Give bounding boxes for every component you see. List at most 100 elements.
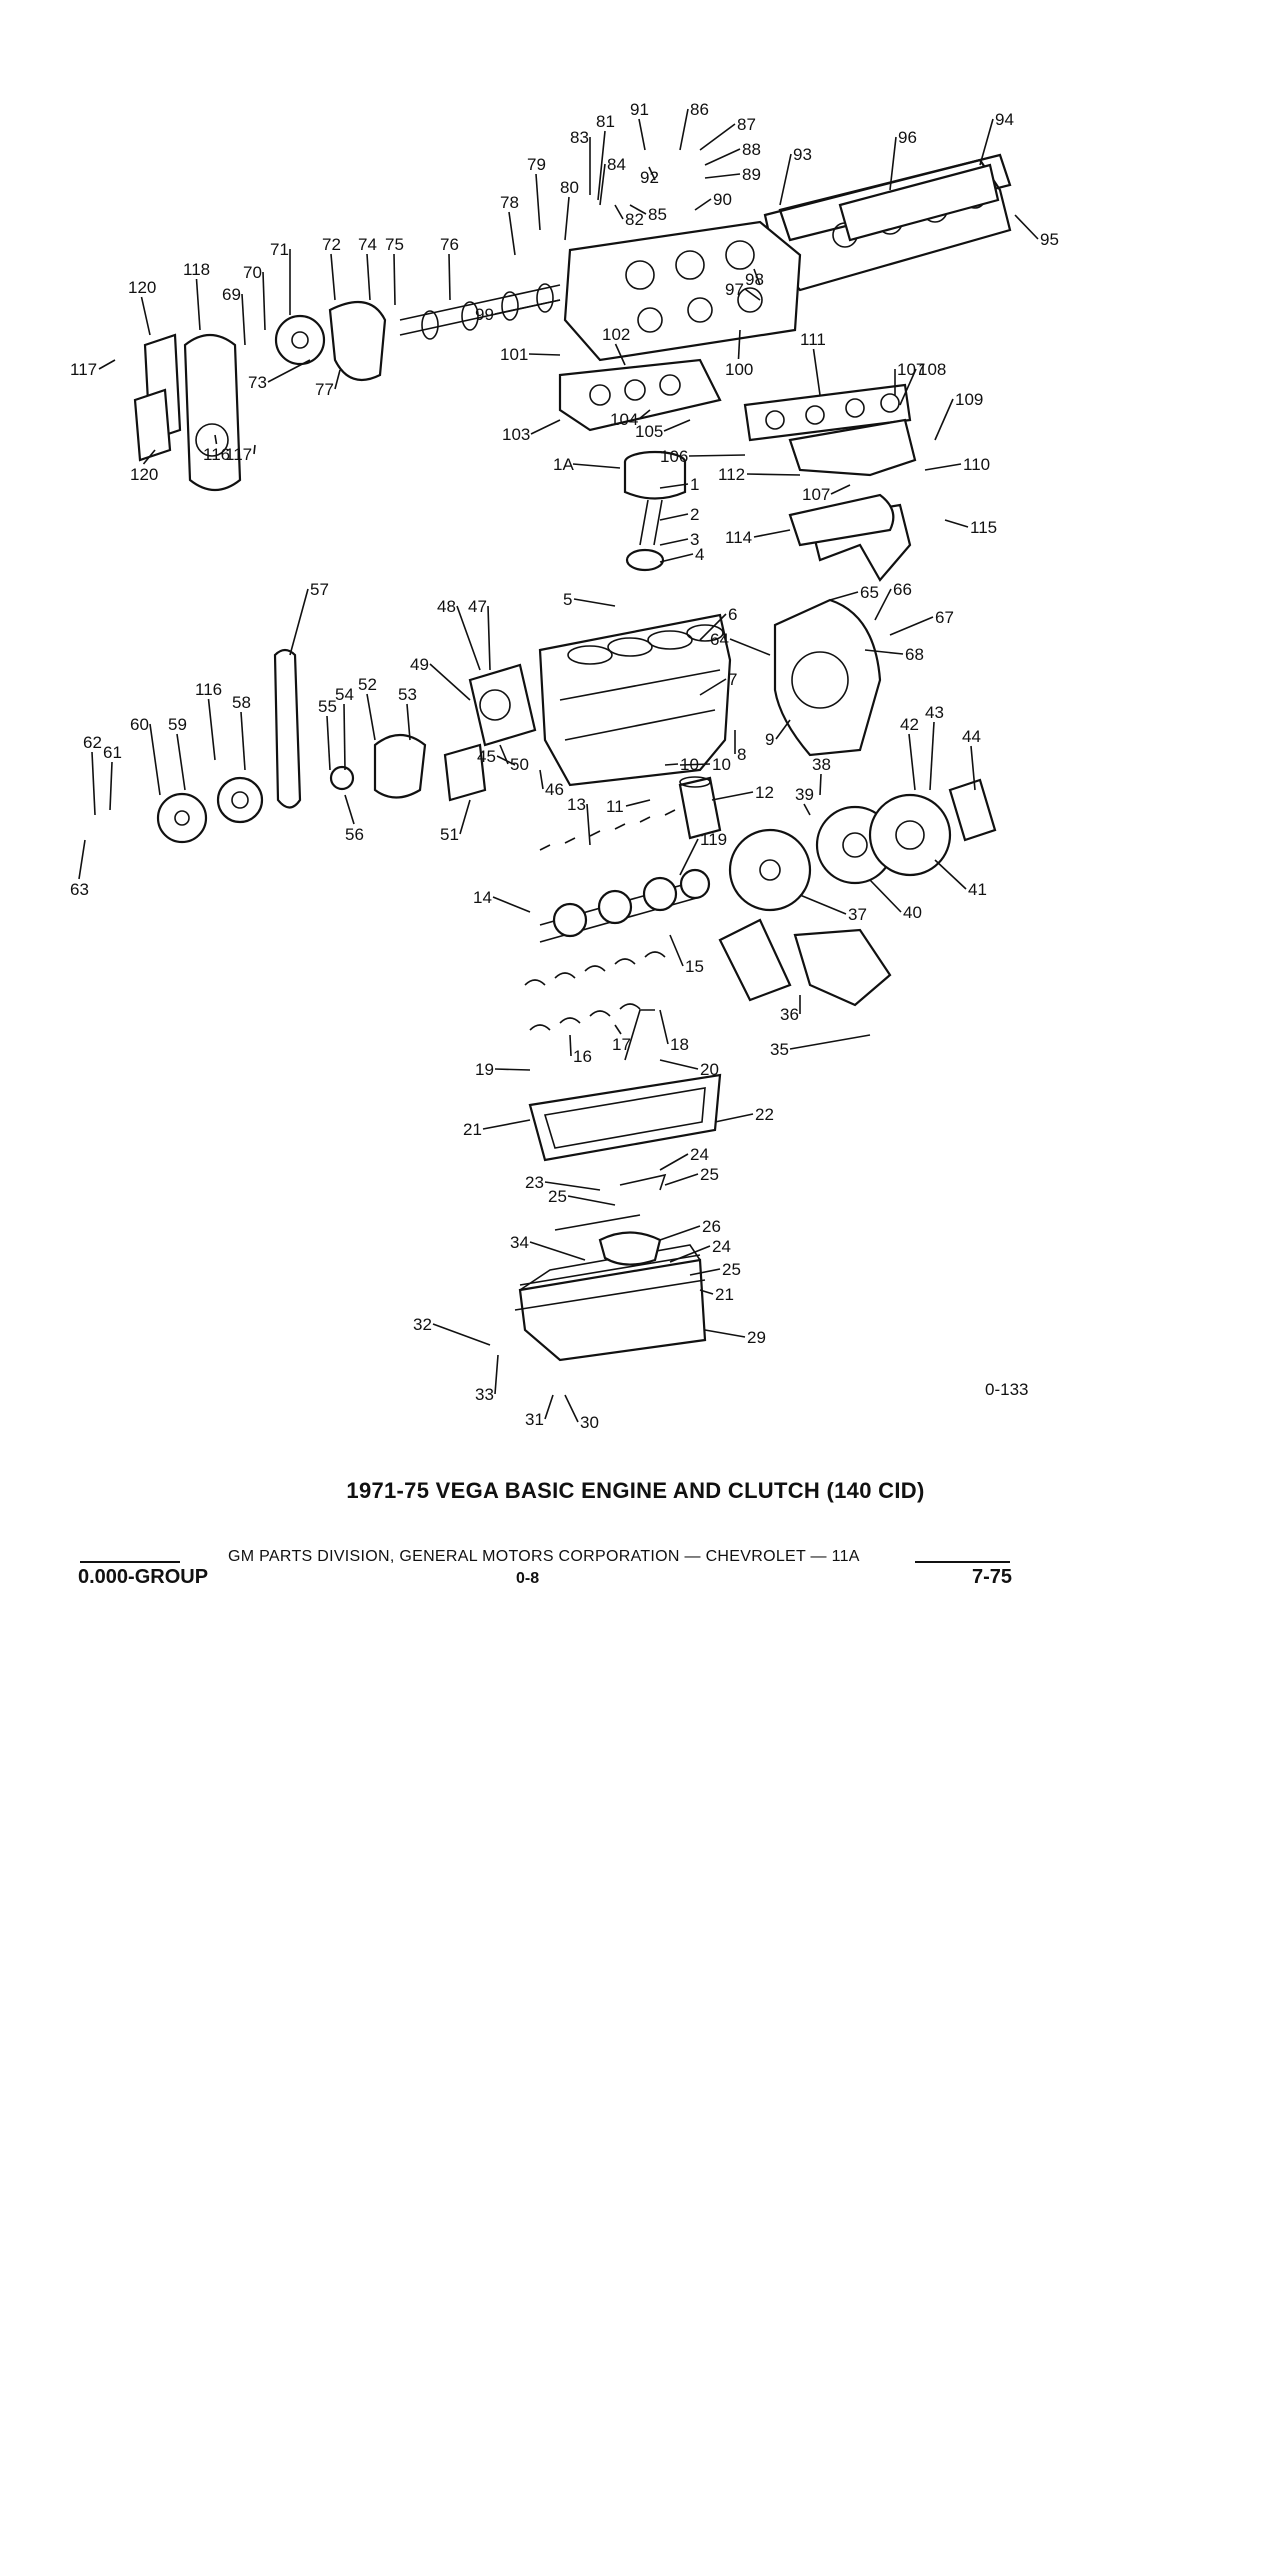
callout-65: 65: [860, 583, 879, 602]
leader-64: [729, 638, 771, 656]
leader-7: [699, 678, 727, 696]
callout-1A: 1A: [553, 455, 574, 474]
callout-114: 114: [725, 528, 752, 547]
leader-33: [494, 1354, 499, 1395]
callout-48: 48: [437, 597, 456, 616]
callout-115: 115: [970, 518, 997, 537]
callout-116: 116: [195, 680, 222, 699]
leader-99: [494, 299, 561, 315]
leader-52: [366, 693, 376, 741]
leader-72: [330, 253, 336, 301]
cylinder-block: [538, 613, 732, 787]
leader-25: [689, 1268, 721, 1276]
callout-105: 105: [635, 422, 663, 441]
callout-108: 108: [918, 360, 946, 379]
leader-21: [699, 1289, 714, 1295]
leader-23: [544, 1181, 601, 1191]
leader-18: [659, 1009, 669, 1045]
leader-31: [544, 1394, 554, 1420]
leader-lines: [78, 108, 1039, 1423]
callout-58: 58: [232, 693, 251, 712]
callout-2: 2: [690, 505, 699, 524]
leader-12: [711, 791, 754, 801]
flywheel-pressure-plate-clutch: [718, 778, 997, 1007]
callout-21: 21: [463, 1120, 482, 1139]
leader-1: [659, 483, 689, 489]
callout-56: 56: [345, 825, 364, 844]
leader-51: [459, 799, 471, 835]
leader-32: [432, 1323, 491, 1346]
callout-23: 23: [525, 1173, 544, 1192]
callout-117: 117: [70, 360, 97, 379]
leader-77: [334, 369, 341, 390]
leader-75: [393, 253, 396, 306]
leader-61: [109, 761, 113, 811]
leader-63: [78, 839, 86, 880]
leader-1A: [572, 463, 621, 469]
leader-11: [625, 799, 651, 807]
leader-15: [669, 934, 684, 967]
callout-82: 82: [625, 210, 644, 229]
callout-93: 93: [793, 145, 812, 164]
callout-74: 74: [358, 235, 377, 254]
leader-58: [240, 711, 246, 771]
callout-24: 24: [712, 1237, 731, 1256]
leader-85: [629, 204, 647, 215]
callout-42: 42: [900, 715, 919, 734]
callout-61: 61: [103, 743, 122, 762]
leader-68: [864, 649, 904, 655]
callout-29: 29: [747, 1328, 766, 1347]
leader-89: [704, 173, 741, 179]
leader-117: [253, 444, 256, 455]
leader-59: [176, 733, 186, 791]
leader-102: [614, 343, 626, 366]
leader-104: [638, 409, 651, 420]
callout-57: 57: [310, 580, 329, 599]
leader-78: [508, 211, 516, 256]
callout-120: 120: [128, 278, 156, 297]
leader-62: [91, 751, 96, 816]
leader-101: [528, 353, 561, 356]
leader-25: [567, 1195, 616, 1206]
footer-publisher: GM PARTS DIVISION, GENERAL MOTORS CORPOR…: [228, 1548, 860, 1565]
callout-63: 63: [70, 880, 89, 899]
callout-75: 75: [385, 235, 404, 254]
callout-8: 8: [737, 745, 746, 764]
leader-3: [659, 538, 689, 546]
leader-13: [586, 803, 591, 846]
leader-44: [970, 745, 976, 791]
callout-106: 106: [660, 447, 688, 466]
leader-9: [775, 719, 791, 740]
callout-31: 31: [525, 1410, 544, 1429]
footer-group-code: 0.000-GROUP: [78, 1566, 209, 1588]
leader-84: [599, 163, 606, 206]
leader-97: [744, 288, 761, 301]
leader-107: [830, 484, 851, 495]
leader-96: [889, 136, 897, 191]
callout-117: 117: [225, 445, 252, 464]
callout-30: 30: [580, 1413, 599, 1432]
callout-45: 45: [477, 747, 496, 766]
callout-102: 102: [602, 325, 630, 344]
callout-100: 100: [725, 360, 753, 379]
callout-83: 83: [570, 128, 589, 147]
exhaust-manifold: [788, 493, 895, 547]
callout-3: 3: [690, 530, 699, 549]
leader-35: [789, 1034, 871, 1050]
callout-77: 77: [315, 380, 334, 399]
leader-116: [214, 434, 218, 445]
callout-44: 44: [962, 727, 981, 746]
callout-54: 54: [335, 685, 354, 704]
leader-115: [944, 519, 969, 528]
callout-87: 87: [737, 115, 756, 134]
leader-43: [929, 721, 935, 791]
leader-65: [829, 591, 859, 601]
figure-code: 0-133: [985, 1380, 1029, 1399]
leader-20: [659, 1059, 699, 1070]
callout-97: 97: [725, 280, 744, 299]
leader-10: [679, 763, 711, 766]
valve-cover: [778, 153, 1012, 242]
leader-17: [614, 1024, 622, 1035]
leader-74: [366, 253, 371, 301]
